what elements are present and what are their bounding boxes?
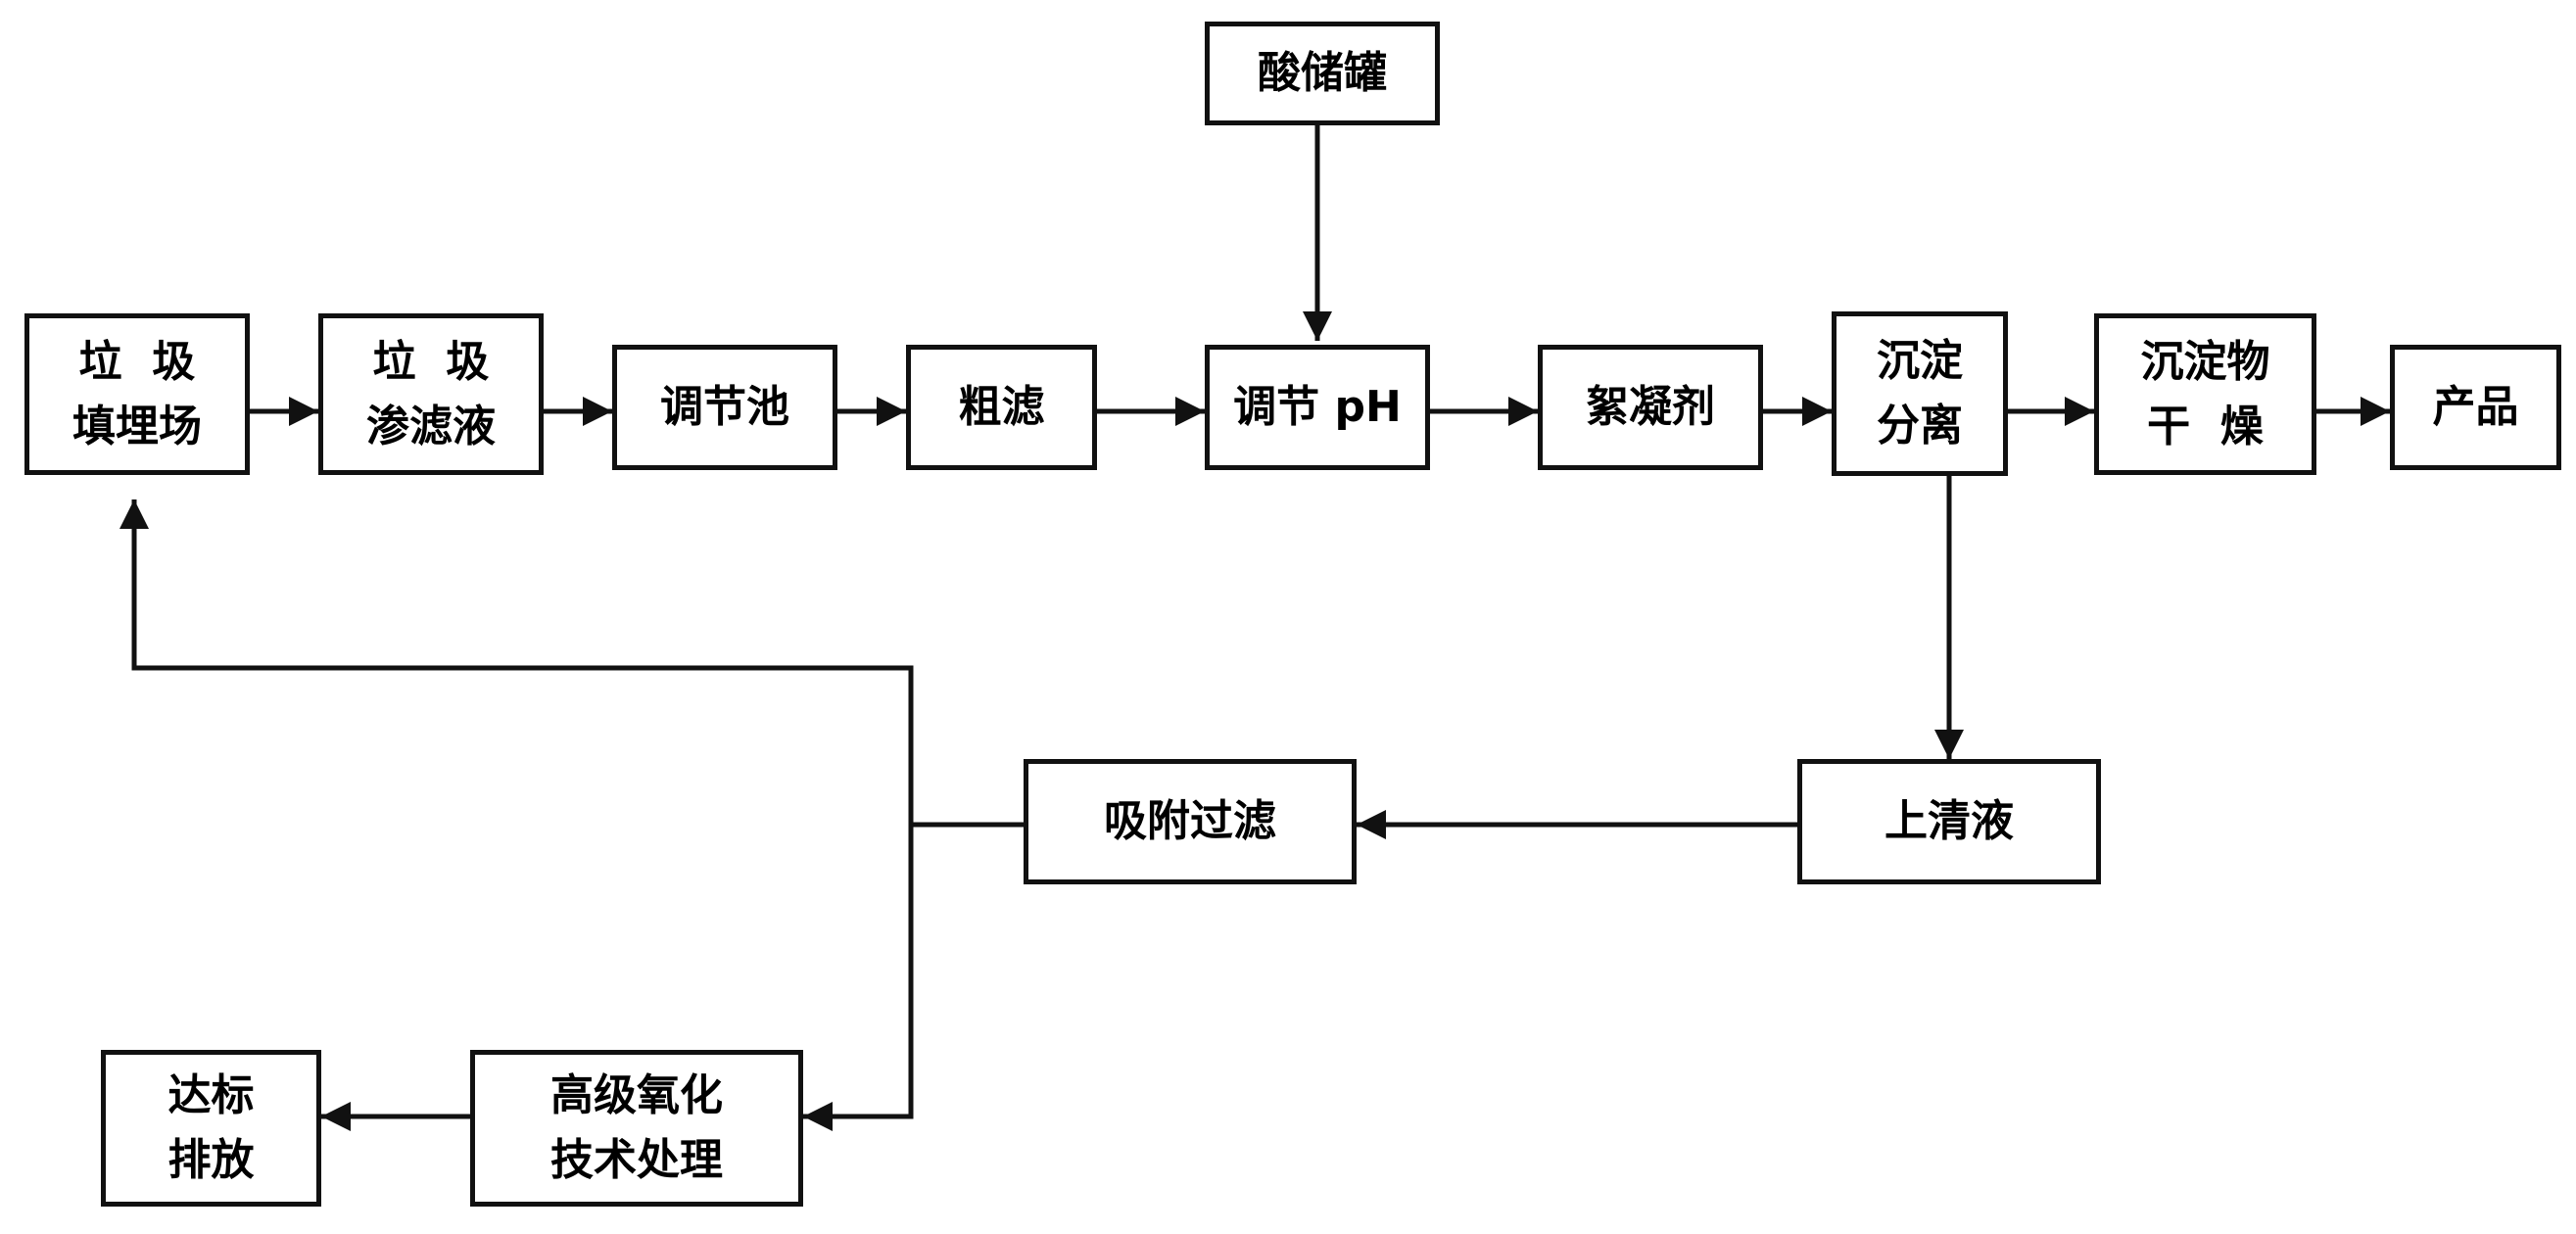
node-sedimentation: 沉淀 分离: [1832, 311, 2008, 476]
node-label: 上清液: [1884, 796, 2014, 846]
node-product: 产品: [2390, 345, 2561, 470]
node-landfill: 垃 圾 填埋场: [24, 313, 250, 475]
node-label: 产品: [2432, 382, 2519, 432]
node-adjust-ph: 调节 pH: [1205, 345, 1430, 470]
arrow-adsorption-to-oxidation: [803, 825, 914, 1131]
node-label: 高级氧化 技术处理: [550, 1070, 723, 1185]
node-label: 调节 pH: [1233, 382, 1402, 432]
node-label: 粗滤: [958, 382, 1045, 432]
node-leachate: 垃 圾 渗滤液: [318, 313, 544, 475]
node-regulating-tank: 调节池: [612, 345, 837, 470]
node-label: 垃 圾 渗滤液: [366, 336, 496, 451]
node-label: 调节池: [660, 382, 789, 432]
node-discharge: 达标 排放: [101, 1050, 321, 1207]
node-label: 沉淀物 干 燥: [2140, 336, 2270, 451]
node-sediment-drying: 沉淀物 干 燥: [2094, 313, 2316, 475]
node-adsorption-filter: 吸附过滤: [1024, 759, 1357, 884]
node-acid-tank: 酸储罐: [1205, 22, 1440, 125]
arrow-adsorption-to-landfill: [119, 499, 1024, 828]
node-advanced-oxidation: 高级氧化 技术处理: [470, 1050, 803, 1207]
node-flocculant: 絮凝剂: [1538, 345, 1763, 470]
node-label: 絮凝剂: [1586, 382, 1715, 432]
node-label: 吸附过滤: [1104, 796, 1276, 846]
node-coarse-filter: 粗滤: [906, 345, 1097, 470]
node-label: 沉淀 分离: [1877, 336, 1963, 451]
node-label: 垃 圾 填埋场: [72, 336, 202, 451]
node-label: 酸储罐: [1258, 48, 1387, 98]
node-supernatant: 上清液: [1797, 759, 2101, 884]
node-label: 达标 排放: [167, 1070, 255, 1185]
